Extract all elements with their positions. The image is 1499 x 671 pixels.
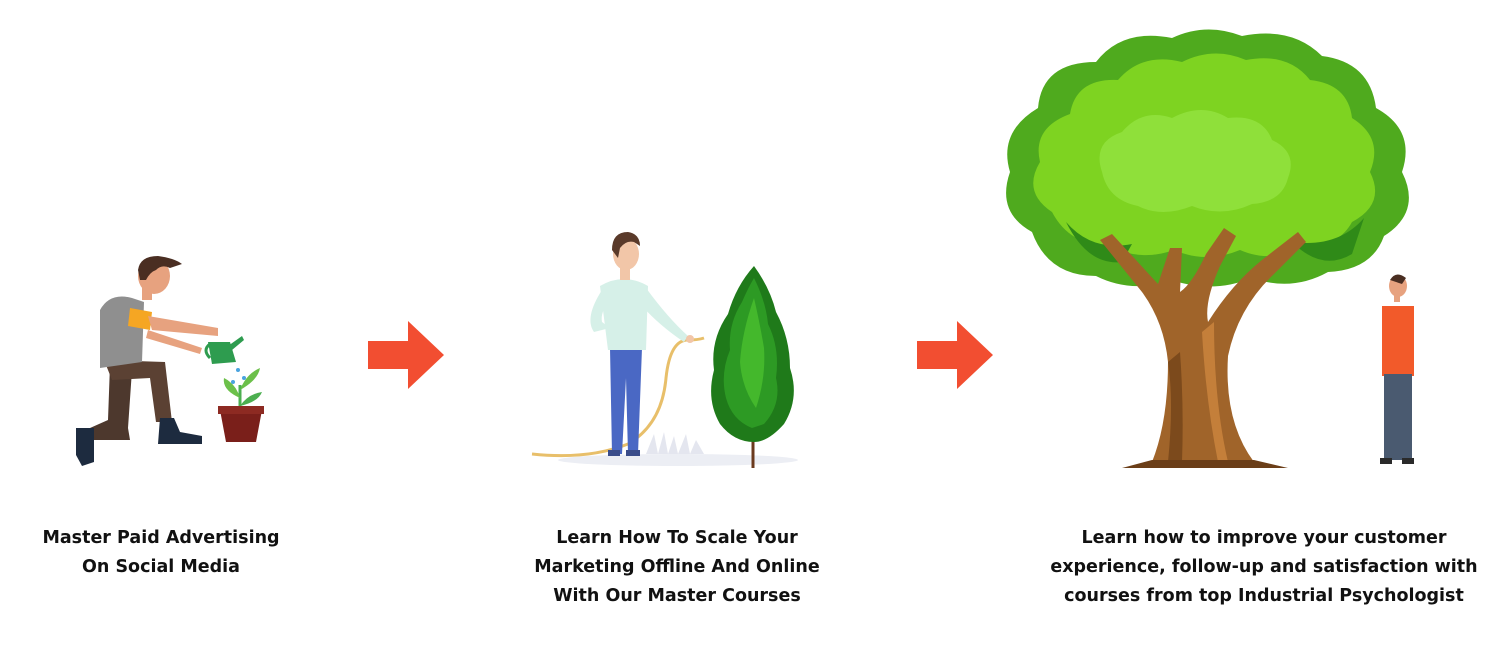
man-watering-bush-illustration	[531, 232, 798, 468]
arrow-right-icon	[917, 321, 993, 389]
caption-line: courses from top Industrial Psychologist	[1064, 586, 1464, 606]
step-2-caption: Learn How To Scale Your Marketing Offlin…	[519, 524, 835, 611]
man-under-tree-illustration	[1006, 29, 1414, 468]
caption-line: Marketing Offline And Online	[534, 557, 820, 577]
man-watering-sprout-illustration	[76, 256, 264, 466]
caption-line: Learn How To Scale Your	[556, 528, 798, 548]
arrow-right-icon	[368, 321, 444, 389]
small-man	[1380, 274, 1414, 464]
step-1-caption: Master Paid Advertising On Social Media	[36, 524, 286, 582]
caption-line: Master Paid Advertising	[42, 528, 280, 548]
caption-line: Learn how to improve your customer	[1081, 528, 1447, 548]
caption-line: experience, follow-up and satisfaction w…	[1050, 557, 1478, 577]
caption-line: On Social Media	[82, 557, 240, 577]
step-3-caption: Learn how to improve your customer exper…	[1044, 524, 1484, 611]
caption-line: With Our Master Courses	[553, 586, 801, 606]
